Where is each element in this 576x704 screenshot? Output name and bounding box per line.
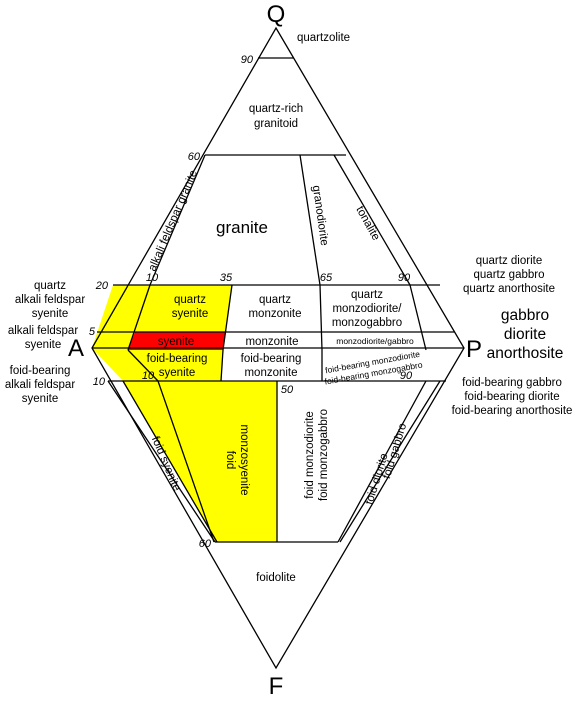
syenite-label: syenite	[158, 336, 194, 348]
vertex-p-label: P	[466, 336, 482, 363]
quartz-syenite-label-1: quartz	[174, 294, 206, 306]
quartz-rich-granitoid-label-2: granitoid	[254, 118, 298, 130]
tick-r10: 10	[146, 272, 159, 284]
quartz-alkali-feldspar-syenite-label-1: quartz	[34, 280, 66, 292]
quartz-monzonite-label-2: monzonite	[248, 308, 301, 320]
line-foid-syenite-outer	[107, 380, 216, 543]
quartz-syenite-region	[135, 285, 232, 332]
foid-monzodiorite-label: foid monzodiorite	[304, 411, 316, 499]
tick-q5: 5	[89, 326, 96, 338]
tick-r90: 90	[398, 272, 411, 284]
line-foid-bearing-left	[127, 349, 159, 382]
tonalite-label: tonalite	[353, 204, 381, 242]
tick-r35: 35	[220, 272, 233, 284]
quartz-rich-granitoid-label-1: quartz-rich	[249, 103, 303, 115]
line-foid-syenite-inner	[122, 380, 218, 543]
line-foid-syenite-right	[157, 380, 215, 543]
tick-q60: 60	[188, 151, 201, 163]
line-monzonite-right	[319, 284, 323, 351]
quartz-syenite-label-2: syenite	[172, 308, 208, 320]
monzodiorite-gabbro-label: monzodiorite/gabbro	[336, 336, 414, 346]
quartz-alkali-feldspar-syenite-label-2: alkali feldspar	[15, 294, 85, 306]
vertex-q-label: Q	[267, 1, 286, 28]
tick-f60: 60	[199, 538, 212, 550]
line-foid-bearing-mid	[220, 349, 224, 382]
foid-monzogabbro-label: foid monzogabbro	[318, 409, 330, 501]
quartz-gabbro-label: quartz gabbro	[474, 269, 545, 281]
vertex-f-label: F	[269, 673, 284, 700]
diamond-outline	[91, 26, 465, 670]
foid-bearing-syenite-label-1: foid-bearing	[147, 353, 208, 365]
diorite-label: diorite	[504, 326, 546, 343]
gabbro-label: gabbro	[501, 307, 549, 324]
tick-f10-left: 10	[93, 376, 106, 388]
tick-f50: 50	[281, 384, 294, 396]
foid-monzosyenite-label-1: foid	[224, 451, 236, 470]
quartz-diorite-label: quartz diorite	[476, 255, 542, 267]
quartz-monzonite-label-1: quartz	[259, 294, 291, 306]
quartzolite-label: quartzolite	[297, 32, 350, 44]
line-diorite-left	[409, 284, 427, 351]
foid-bearing-anorthosite-label: foid-bearing anorthosite	[452, 405, 573, 417]
tick-q20: 20	[95, 280, 109, 292]
tick-f90: 90	[400, 370, 413, 382]
alkali-feldspar-syenite-label-2: syenite	[25, 339, 61, 351]
foid-bearing-syenite-label-2: syenite	[159, 367, 195, 379]
anorthosite-label: anorthosite	[487, 345, 564, 362]
vertex-a-label: A	[68, 335, 84, 362]
tick-f10-mid: 10	[142, 370, 155, 382]
alkali-feldspar-syenite-label-1: alkali feldspar	[8, 325, 78, 337]
foid-bearing-syenite-region	[128, 350, 223, 381]
tick-q90: 90	[241, 54, 254, 66]
quartz-anorthosite-label: quartz anorthosite	[463, 283, 555, 295]
quartz-alkali-feldspar-syenite-label-3: syenite	[32, 308, 68, 320]
line-syenite-right	[222, 284, 233, 351]
line-granodiorite-right	[333, 154, 411, 286]
foid-gabbro-label: foid gabbro	[381, 422, 409, 481]
line-alkali-granite-boundary	[149, 154, 206, 286]
syenite-region	[128, 332, 226, 350]
monzonite-label: monzonite	[245, 336, 298, 348]
line-granodiorite-left	[299, 154, 321, 286]
line-syenite-left	[127, 284, 151, 351]
foid-monzosyenite-label-2: monzosyenite	[238, 425, 250, 496]
foid-bearing-alkali-feldspar-syenite-label-2: alkali feldspar	[5, 379, 75, 391]
foidolite-label: foidolite	[256, 572, 296, 584]
quartz-monzodiorite-label-1: quartz	[351, 289, 383, 301]
granite-label: granite	[216, 218, 268, 237]
foid-bearing-diorite-label: foid-bearing diorite	[464, 391, 559, 403]
quartz-monzodiorite-label-3: monzogabbro	[332, 317, 402, 329]
alkali-feldspar-granite-label: alkali feldspar granite	[146, 168, 200, 273]
line-foid-diorite-left	[337, 380, 427, 543]
foid-bearing-alkali-feldspar-syenite-label-3: syenite	[22, 393, 58, 405]
foid-bearing-alkali-feldspar-syenite-label-1: foid-bearing	[10, 365, 71, 377]
foid-bearing-monzonite-label-2: monzonite	[244, 367, 297, 379]
line-foid-diorite-right	[339, 380, 441, 543]
foid-monzosyenite-region	[158, 381, 277, 542]
foid-bearing-gabbro-label: foid-bearing gabbro	[462, 377, 562, 389]
quartz-monzodiorite-label-2: monzodiorite/	[332, 303, 402, 315]
foid-bearing-monzonite-label-1: foid-bearing	[241, 353, 302, 365]
tick-r65: 65	[320, 272, 333, 284]
